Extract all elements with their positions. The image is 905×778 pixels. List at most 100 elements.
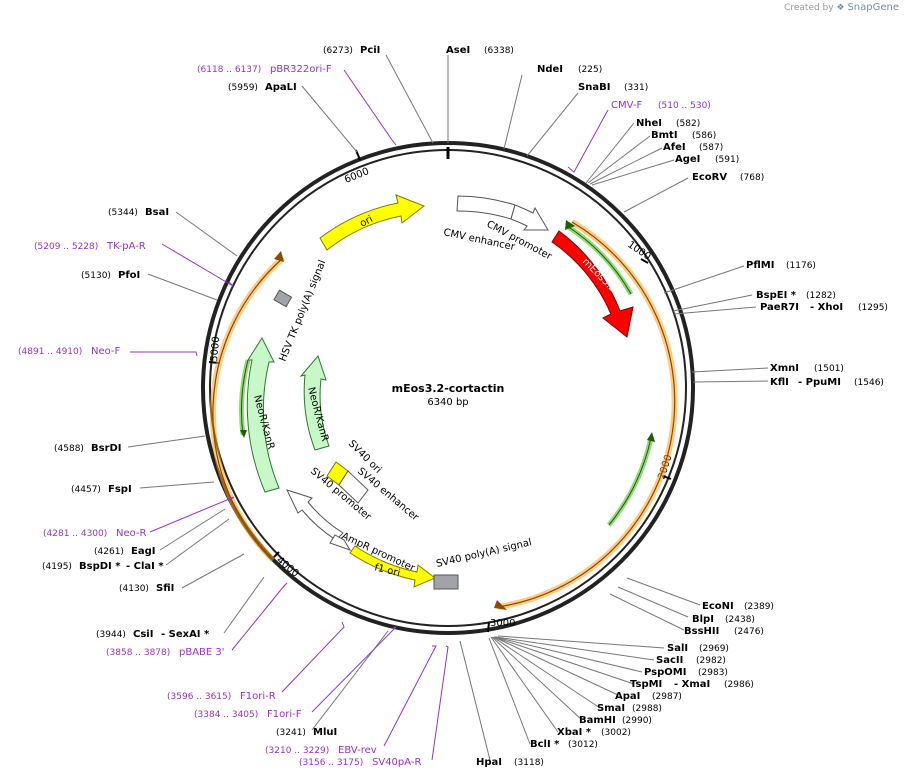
plasmid-name: mEos3.2-cortactin bbox=[392, 382, 505, 395]
primer-ebv-pos: (3210 .. 3229) bbox=[265, 746, 329, 756]
primer-tkpa-pos: (5209 .. 5228) bbox=[34, 242, 98, 252]
site-apai-pos: (2987) bbox=[652, 692, 682, 702]
cmv-enhancer-arrow bbox=[456, 195, 516, 220]
site-bcli-pos: (3012) bbox=[568, 740, 598, 750]
site-paer7i-name: PaeR7I bbox=[760, 302, 799, 313]
site-bspei-name: BspEI * bbox=[756, 290, 797, 301]
plasmid-length: 6340 bp bbox=[427, 397, 468, 408]
neor-kanr-outer-arrow bbox=[246, 336, 280, 493]
site-snabi-name: SnaBI bbox=[578, 82, 610, 93]
site-smai-pos: (2988) bbox=[632, 704, 662, 714]
site-tspmi-name: TspMI bbox=[630, 679, 662, 690]
site-sacii-name: SacII bbox=[656, 655, 683, 666]
site-csii-name: CsiI bbox=[133, 629, 153, 640]
site-bsshii-pos: (2476) bbox=[734, 627, 764, 637]
site-bspdi-pos: (4195) bbox=[42, 562, 72, 572]
site-xbai-pos: (3002) bbox=[601, 728, 631, 738]
primer-pbr322-name: pBR322ori-F bbox=[270, 64, 332, 75]
site-fspi-name: FspI bbox=[108, 484, 132, 495]
site-paer7i-sep: - XhoI bbox=[810, 302, 843, 313]
primer-cmvf-name: CMV-F bbox=[611, 100, 642, 111]
ori-feature-arrow bbox=[319, 194, 426, 251]
site-kfli-sep: - PpuMI bbox=[798, 377, 841, 388]
tick-3000-mark bbox=[487, 621, 490, 633]
site-agei-pos: (591) bbox=[715, 155, 739, 165]
hsv-tk-polya-box bbox=[273, 289, 293, 308]
site-sfii-name: SfiI bbox=[156, 583, 174, 594]
site-pfoi-name: PfoI bbox=[118, 270, 140, 281]
site-nhei-pos: (582) bbox=[676, 119, 700, 129]
site-econi-name: EcoNI bbox=[702, 601, 734, 612]
primer-neof-name: Neo-F bbox=[91, 346, 121, 357]
site-ndei-name: NdeI bbox=[537, 64, 563, 75]
sv40-promoter-arrow bbox=[286, 489, 344, 541]
site-apali-pos: (5959) bbox=[228, 83, 258, 93]
site-apai-name: ApaI bbox=[615, 691, 640, 702]
site-leaders bbox=[127, 54, 769, 761]
orf-arc-right-arrowhead bbox=[494, 600, 507, 610]
site-pfoi-pos: (5130) bbox=[81, 271, 111, 281]
site-apali-name: ApaLI bbox=[265, 82, 297, 93]
tick-2000-mark bbox=[662, 475, 672, 480]
primer-neof-pos: (4891 .. 4910) bbox=[18, 347, 82, 357]
hsv-tk-polya-label: HSV TK poly(A) signal bbox=[278, 259, 329, 364]
site-bamhi-name: BamHI bbox=[579, 715, 616, 726]
created-by-text: Created by bbox=[784, 3, 834, 13]
tick-3000: 3000 bbox=[490, 618, 515, 629]
site-mlui-pos: (3241) bbox=[276, 728, 306, 738]
site-tspmi-sep: - XmaI bbox=[674, 679, 710, 690]
primer-leaders bbox=[130, 69, 609, 761]
primer-neor-name: Neo-R bbox=[116, 528, 147, 539]
site-bsrdi-pos: (4588) bbox=[54, 444, 84, 454]
site-pcii-pos: (6273) bbox=[323, 46, 353, 56]
tick-1000-mark bbox=[640, 258, 649, 264]
site-blpi-pos: (2438) bbox=[725, 615, 755, 625]
primer-f1orir-pos: (3596 .. 3615) bbox=[167, 692, 231, 702]
site-pflmi-pos: (1176) bbox=[786, 261, 816, 271]
site-ecorv-name: EcoRV bbox=[692, 172, 727, 183]
sv40-polya-box bbox=[433, 574, 459, 590]
site-bspdi-name: BspDI * bbox=[79, 561, 121, 572]
site-snabi-pos: (331) bbox=[624, 83, 648, 93]
site-xmni-pos: (1501) bbox=[814, 364, 844, 374]
site-pflmi-name: PflMI bbox=[746, 260, 774, 271]
primer-pbabe-pos: (3858 .. 3878) bbox=[106, 648, 170, 658]
orf-arc-left-arrowhead bbox=[274, 251, 284, 262]
site-afei-pos: (587) bbox=[699, 143, 723, 153]
site-mlui-name: MluI bbox=[313, 727, 337, 738]
site-smai-name: SmaI bbox=[597, 703, 625, 714]
restriction-site-labels: (6273) PciI AseI (6338) NdeI (225) SnaBI… bbox=[42, 45, 888, 768]
site-kfli-pos: (1546) bbox=[854, 378, 884, 388]
site-sali-pos: (2969) bbox=[699, 644, 729, 654]
ampr-promoter-arrow bbox=[329, 534, 352, 551]
cmv-promoter-arrow bbox=[510, 204, 549, 231]
site-pcii-name: PciI bbox=[360, 45, 380, 56]
site-ecorv-pos: (768) bbox=[740, 173, 764, 183]
site-bamhi-pos: (2990) bbox=[622, 716, 652, 726]
site-bsrdi-name: BsrDI bbox=[91, 443, 122, 454]
site-bsai-pos: (5344) bbox=[108, 208, 138, 218]
site-hpai-pos: (3118) bbox=[514, 758, 544, 768]
site-csii-sep: - SexAI * bbox=[161, 629, 210, 640]
site-pspomi-name: PspOMI bbox=[644, 667, 686, 678]
site-hpai-name: HpaI bbox=[476, 757, 502, 768]
sv40-polya-label: SV40 poly(A) signal bbox=[435, 537, 533, 570]
site-kfli-name: KflI bbox=[770, 377, 789, 388]
snapgene-logo-icon: ❖ bbox=[836, 3, 845, 13]
neor-kanr-inner-arrow bbox=[299, 355, 330, 451]
site-nhei-name: NheI bbox=[636, 118, 662, 129]
snapgene-brand: SnapGene bbox=[847, 2, 899, 13]
primer-sv40pa-name: SV40pA-R bbox=[372, 757, 421, 768]
ori-label: ori bbox=[358, 214, 375, 230]
primer-f1orif-pos: (3384 .. 3405) bbox=[194, 710, 258, 720]
primer-cmvf-pos: (510 .. 530) bbox=[658, 101, 711, 111]
primer-labels: (6118 .. 6137) pBR322ori-F CMV-F (510 ..… bbox=[18, 64, 711, 768]
tick-6000: 6000 bbox=[343, 166, 371, 186]
primer-tkpa-name: TK-pA-R bbox=[106, 241, 146, 252]
tick-1000: 1000 bbox=[625, 239, 652, 262]
site-econi-pos: (2389) bbox=[744, 602, 774, 612]
snapgene-credit: Created by ❖ SnapGene bbox=[784, 2, 899, 13]
primer-f1orir-name: F1ori-R bbox=[240, 691, 276, 702]
site-ndei-pos: (225) bbox=[578, 65, 602, 75]
